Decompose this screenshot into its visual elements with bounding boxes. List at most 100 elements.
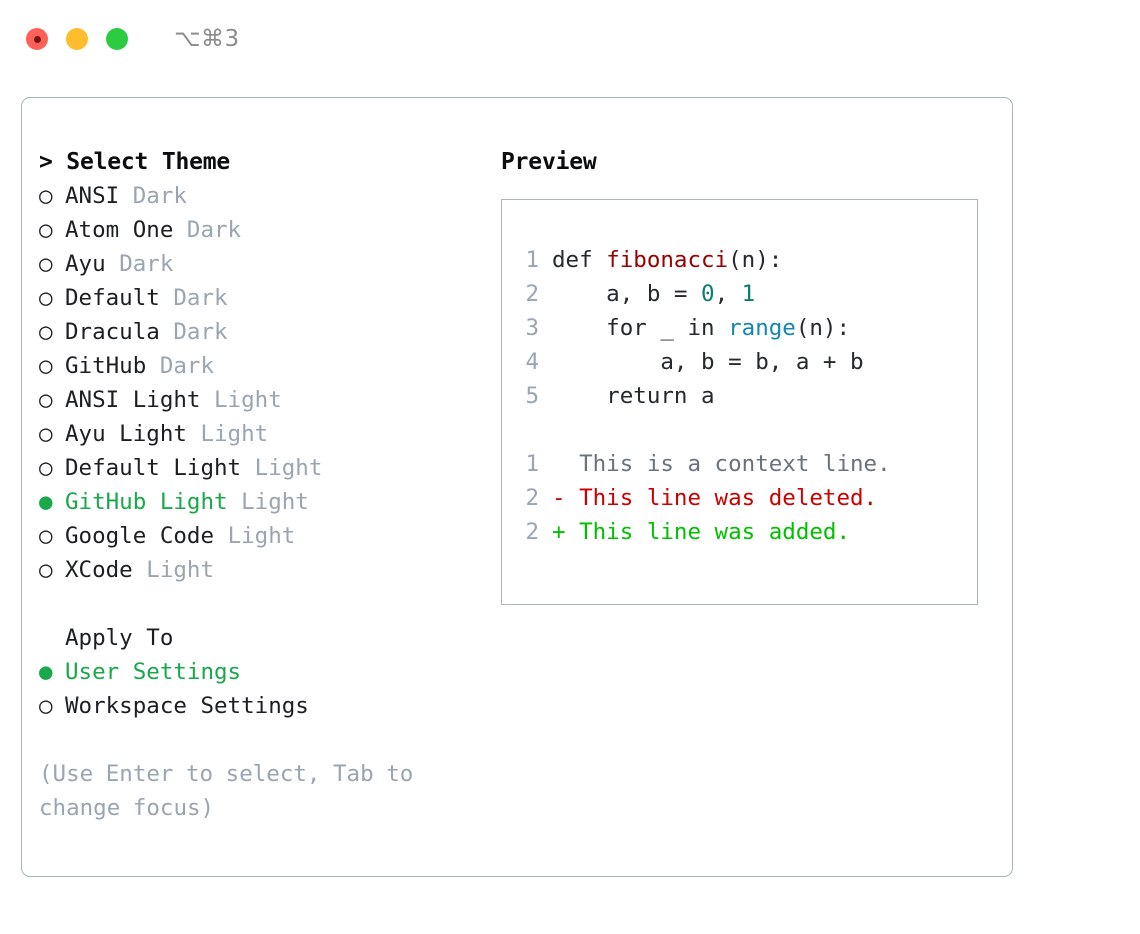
maximize-window-button[interactable] [106, 28, 128, 50]
code-line-text: a, b = b, a + b [552, 345, 864, 379]
theme-list-item[interactable]: ○ ANSI Light Light [39, 383, 459, 417]
code-line-number: 4 [525, 349, 539, 375]
theme-name-label: Default [65, 285, 160, 311]
code-line: 1 def fibonacci(n): [513, 243, 971, 277]
theme-list-item[interactable]: ○Default Light Light [39, 451, 459, 485]
theme-name-label: Ayu Light [65, 421, 187, 447]
apply-to-option[interactable]: ● User Settings [39, 655, 459, 689]
theme-variant-tag: Dark [173, 319, 228, 345]
apply-to-section: Apply To ● User Settings ○ Workspace Settin… [39, 621, 459, 723]
radio-unselected-icon: ○ [39, 353, 53, 379]
theme-name-label: XCode [65, 557, 133, 583]
window-controls [26, 28, 128, 50]
spacer [228, 485, 242, 519]
theme-list-item[interactable]: ○Google Code Light [39, 519, 459, 553]
radio-selected-icon: ● [39, 489, 53, 515]
main-panel: > Select Theme ○ANSI Dark○Atom One Dark○… [21, 97, 1013, 877]
theme-list-item[interactable]: ○ GitHub Dark [39, 349, 459, 383]
diff-line-number: 2 [525, 519, 539, 545]
code-token: , [714, 281, 742, 307]
theme-name-label: Ayu [65, 251, 106, 277]
theme-list-item[interactable]: ○Atom One Dark [39, 213, 459, 247]
diff-sample: 1 This is a context line.2- This line wa… [513, 447, 971, 549]
radio-unselected-icon: ○ [39, 285, 53, 311]
code-token: def [552, 247, 607, 273]
diff-sign [552, 447, 566, 481]
theme-list-item[interactable]: ○ ANSI Dark [39, 179, 459, 213]
apply-to-heading: Apply To [65, 625, 174, 651]
diff-line-number: 1 [525, 451, 539, 477]
theme-name-label: Default Light [65, 455, 242, 481]
radio-unselected-icon: ○ [39, 217, 53, 243]
diff-line: 1 This is a context line. [513, 447, 971, 481]
diff-line-number: 2 [525, 485, 539, 511]
spacer [133, 553, 147, 587]
keyboard-hint-text: (Use Enter to select, Tab to change focu… [39, 761, 414, 821]
code-line: 3 for _ in range(n): [513, 311, 971, 345]
code-token: return a [552, 383, 715, 409]
theme-list-item[interactable]: ●GitHub Light Light [39, 485, 459, 519]
theme-variant-tag: Dark [132, 183, 187, 209]
theme-list-item[interactable]: ○XCode Light [39, 553, 459, 587]
close-window-button[interactable] [26, 28, 48, 50]
select-theme-heading: > Select Theme [39, 149, 231, 175]
spacer [187, 417, 201, 451]
code-line: 5 return a [513, 379, 971, 413]
keyboard-shortcut-label: ⌥⌘3 [174, 26, 240, 52]
theme-variant-tag: Dark [159, 353, 215, 379]
theme-list: ○ANSI Dark○Atom One Dark○Ayu Dark○Defaul… [39, 179, 459, 587]
theme-variant-tag: Light [254, 455, 323, 481]
radio-selected-icon: ● [39, 659, 53, 685]
diff-sign: + [552, 519, 566, 545]
theme-name-label: ANSI Light [65, 387, 201, 413]
code-token: a, b = [552, 281, 702, 307]
theme-variant-tag: Light [241, 489, 309, 515]
code-token: fibonacci [606, 247, 729, 273]
titlebar: ⌥⌘3 [0, 0, 1140, 78]
code-token: for _ in [552, 315, 729, 341]
radio-unselected-icon: ○ [39, 557, 53, 583]
code-token: 1 [741, 281, 756, 307]
diff-sign: - [552, 485, 566, 511]
code-line-text: return a [552, 379, 715, 413]
diff-line-text: This is a context line. [565, 451, 891, 477]
spacer [106, 247, 120, 281]
diff-line: 2+ This line was added. [513, 515, 971, 549]
theme-name-label: GitHub [65, 353, 147, 379]
theme-name-label: ANSI [65, 183, 120, 209]
spacer [173, 213, 187, 247]
code-token: 0 [701, 281, 715, 307]
theme-list-item[interactable]: ○ Ayu Light Light [39, 417, 459, 451]
spacer [160, 281, 174, 315]
theme-variant-tag: Light [200, 421, 269, 447]
theme-list-item[interactable]: ○Dracula Dark [39, 315, 459, 349]
theme-variant-tag: Light [214, 387, 282, 413]
code-line-text: def fibonacci(n): [552, 243, 782, 277]
theme-name-label: Google Code [65, 523, 215, 549]
apply-to-option[interactable]: ○ Workspace Settings [39, 689, 459, 723]
code-token: a, b = b, a + b [552, 349, 864, 375]
apply-to-option-label: User Settings [65, 659, 242, 685]
code-token: (n): [795, 315, 851, 341]
radio-unselected-icon: ○ [39, 319, 53, 345]
theme-variant-tag: Dark [119, 251, 174, 277]
theme-list-item[interactable]: ○Default Dark [39, 281, 459, 315]
minimize-window-button[interactable] [66, 28, 88, 50]
code-line-number: 1 [525, 247, 539, 273]
radio-unselected-icon: ○ [39, 251, 53, 277]
theme-variant-tag: Light [227, 523, 296, 549]
radio-unselected-icon: ○ [39, 421, 53, 447]
radio-unselected-icon: ○ [39, 693, 53, 719]
radio-unselected-icon: ○ [39, 387, 53, 413]
code-line: 2 a, b = 0, 1 [513, 277, 971, 311]
code-line-number: 2 [525, 281, 539, 307]
apply-to-option-label: Workspace Settings [65, 693, 309, 719]
radio-unselected-icon: ○ [39, 183, 53, 209]
theme-list-item[interactable]: ○ Ayu Dark [39, 247, 459, 281]
code-line: 4 a, b = b, a + b [513, 345, 971, 379]
theme-variant-tag: Dark [186, 217, 242, 243]
spacer [214, 519, 228, 553]
